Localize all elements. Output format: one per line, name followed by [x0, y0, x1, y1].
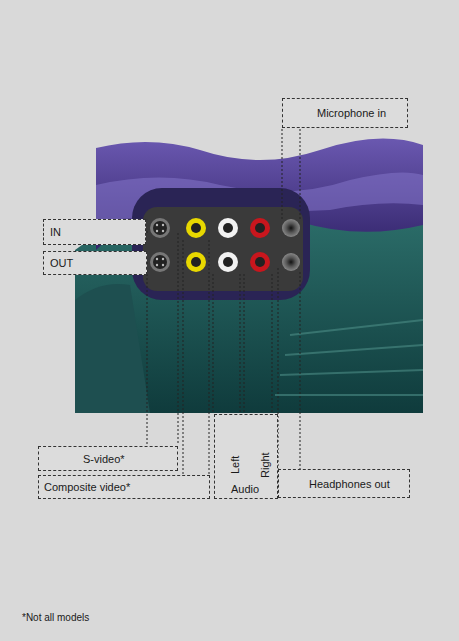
- channel-label: Left: [229, 456, 241, 474]
- device-grip: [75, 284, 150, 413]
- callout-text: Composite video*: [44, 481, 130, 493]
- callout-text: OUT: [50, 257, 73, 269]
- callout-box: IN: [43, 219, 146, 245]
- footnote: *Not all models: [22, 612, 89, 623]
- callout-text: Microphone in: [317, 107, 386, 119]
- mini-jacks: [282, 219, 300, 271]
- callout-box: Left RightAudio: [214, 414, 278, 499]
- rca-ports: [186, 218, 270, 272]
- s-video-ports: [150, 218, 170, 272]
- body-ridges: [275, 320, 423, 395]
- port-panel: [143, 207, 303, 291]
- page-ground: [10, 10, 449, 631]
- callout-box: S-video*: [38, 446, 178, 471]
- callout-box: OUT: [43, 251, 147, 275]
- port-recess: [132, 188, 310, 300]
- callout-box: Headphones out: [278, 469, 410, 498]
- callout-text: Headphones out: [309, 478, 390, 490]
- callout-text: Audio: [231, 483, 259, 495]
- callout-box: Microphone in: [282, 98, 408, 128]
- callout-text: IN: [50, 226, 61, 238]
- channel-label: Right: [259, 452, 271, 478]
- callout-box: Composite video*: [38, 475, 210, 499]
- callout-text: S-video*: [83, 453, 125, 465]
